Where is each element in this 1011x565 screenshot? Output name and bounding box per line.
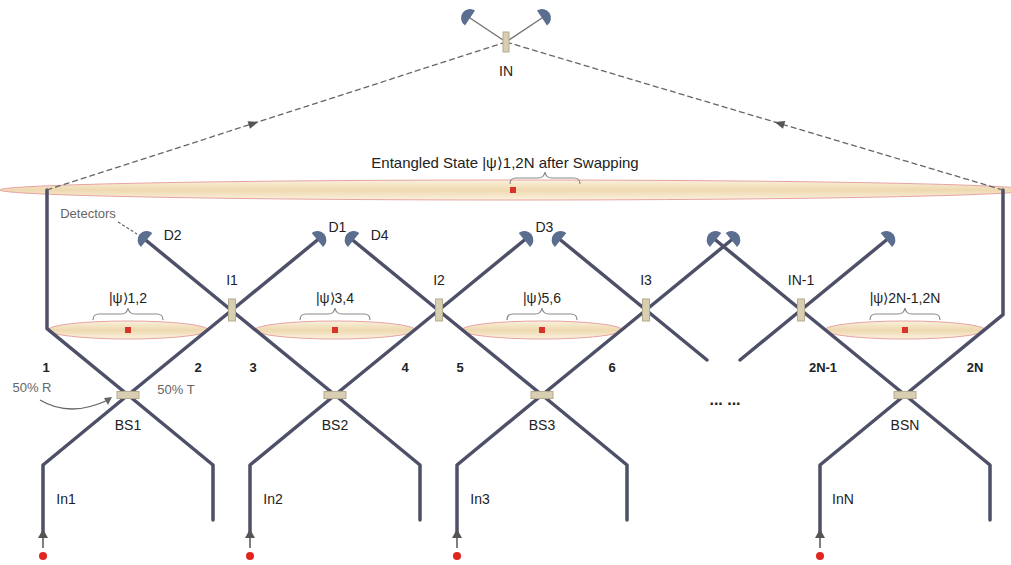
beam-splitter bbox=[894, 392, 916, 399]
beam-path bbox=[716, 240, 990, 520]
ellipsis: ... ... bbox=[709, 391, 740, 409]
state-label: |ψ⟩1,2 bbox=[109, 291, 147, 306]
brace bbox=[507, 308, 577, 320]
mode-number: 1 bbox=[42, 361, 49, 375]
photon-source bbox=[816, 552, 824, 560]
arrowhead bbox=[38, 529, 48, 538]
detector-symbol bbox=[881, 227, 899, 247]
photon-dot bbox=[902, 327, 908, 333]
detector-symbol bbox=[458, 6, 475, 26]
beam-path bbox=[47, 190, 213, 520]
detector-symbol bbox=[726, 227, 744, 247]
ratio-label: 50% T bbox=[157, 383, 194, 397]
interference-splitter bbox=[798, 299, 805, 321]
interference-splitter bbox=[643, 299, 650, 321]
pair-band bbox=[825, 321, 985, 339]
photon-dot bbox=[332, 327, 338, 333]
ratio-label: 50% R bbox=[12, 381, 51, 395]
state-label: |ψ⟩5,6 bbox=[523, 291, 561, 306]
beam-path bbox=[470, 18, 506, 42]
state-label: |ψ⟩2N-1,2N bbox=[870, 291, 941, 306]
interferometer-label: IN bbox=[499, 64, 513, 79]
detector-symbol bbox=[537, 6, 554, 26]
mode-number: 2N-1 bbox=[809, 361, 837, 375]
brace bbox=[93, 308, 163, 320]
beam-splitter-label: BS1 bbox=[115, 418, 141, 433]
photon-source bbox=[246, 552, 254, 560]
interferometer-label: I2 bbox=[433, 273, 445, 288]
beam-path bbox=[146, 240, 420, 520]
beam-path bbox=[353, 240, 627, 520]
photon-dot bbox=[125, 327, 131, 333]
detector-symbol bbox=[519, 227, 537, 247]
interference-splitter bbox=[436, 299, 443, 321]
detector-label: D3 bbox=[535, 220, 553, 235]
arrowhead bbox=[104, 397, 112, 405]
mode-number: 2 bbox=[194, 361, 201, 375]
pair-band bbox=[48, 321, 208, 339]
title-text: Entangled State |ψ⟩1,2N after Swapping bbox=[371, 155, 638, 172]
arrowhead bbox=[452, 529, 462, 538]
interferometer-label: I3 bbox=[640, 273, 652, 288]
photon-source bbox=[453, 552, 461, 560]
entangled-band bbox=[0, 180, 1011, 200]
input-arrow bbox=[456, 537, 458, 548]
brace bbox=[510, 172, 580, 184]
input-label: In1 bbox=[56, 492, 75, 507]
beam-path bbox=[250, 240, 524, 532]
mode-number: 5 bbox=[456, 361, 463, 375]
detectors-note: Detectors bbox=[60, 207, 116, 221]
beam-splitter-label: BS3 bbox=[529, 418, 555, 433]
mode-number: 6 bbox=[608, 361, 615, 375]
beam-path bbox=[740, 240, 886, 360]
detector-symbol bbox=[312, 227, 330, 247]
beam-path bbox=[457, 240, 731, 532]
beam-path bbox=[561, 240, 707, 360]
interference-splitter bbox=[229, 299, 236, 321]
detector-label: D1 bbox=[328, 220, 346, 235]
input-label: InN bbox=[832, 492, 854, 507]
beam-path bbox=[506, 18, 542, 42]
beam-splitter bbox=[531, 392, 553, 399]
mode-number: 4 bbox=[401, 361, 408, 375]
photon-dot bbox=[510, 187, 516, 193]
interferometer-label: IN-1 bbox=[788, 273, 814, 288]
arrowhead bbox=[815, 529, 825, 538]
mode-number: 2N bbox=[967, 361, 984, 375]
pair-band bbox=[462, 321, 622, 339]
photon-dot bbox=[539, 327, 545, 333]
beam-splitter bbox=[117, 392, 139, 399]
detector-symbol bbox=[703, 227, 721, 247]
detector-label: D4 bbox=[371, 228, 389, 243]
detector-label: D2 bbox=[164, 228, 182, 243]
input-arrow bbox=[819, 537, 821, 548]
interference-splitter bbox=[503, 32, 509, 52]
input-arrow bbox=[249, 537, 251, 548]
input-arrow bbox=[42, 537, 44, 548]
leader-line bbox=[118, 222, 137, 234]
beam-path bbox=[820, 190, 1003, 532]
beam-splitter-label: BSN bbox=[891, 418, 920, 433]
interferometer-label: I1 bbox=[226, 273, 238, 288]
pair-band bbox=[255, 321, 415, 339]
leader-arrow bbox=[40, 400, 108, 409]
input-label: In3 bbox=[470, 492, 489, 507]
detector-symbol bbox=[134, 227, 152, 247]
beam-path bbox=[43, 240, 317, 532]
photon-source bbox=[39, 552, 47, 560]
brace bbox=[870, 308, 940, 320]
input-label: In2 bbox=[263, 492, 282, 507]
brace bbox=[300, 308, 370, 320]
beam-splitter bbox=[324, 392, 346, 399]
state-label: |ψ⟩3,4 bbox=[316, 291, 354, 306]
arrowhead bbox=[773, 118, 785, 129]
mode-number: 3 bbox=[249, 361, 256, 375]
arrowhead bbox=[248, 118, 260, 129]
beam-splitter-label: BS2 bbox=[322, 418, 348, 433]
arrowhead bbox=[245, 529, 255, 538]
